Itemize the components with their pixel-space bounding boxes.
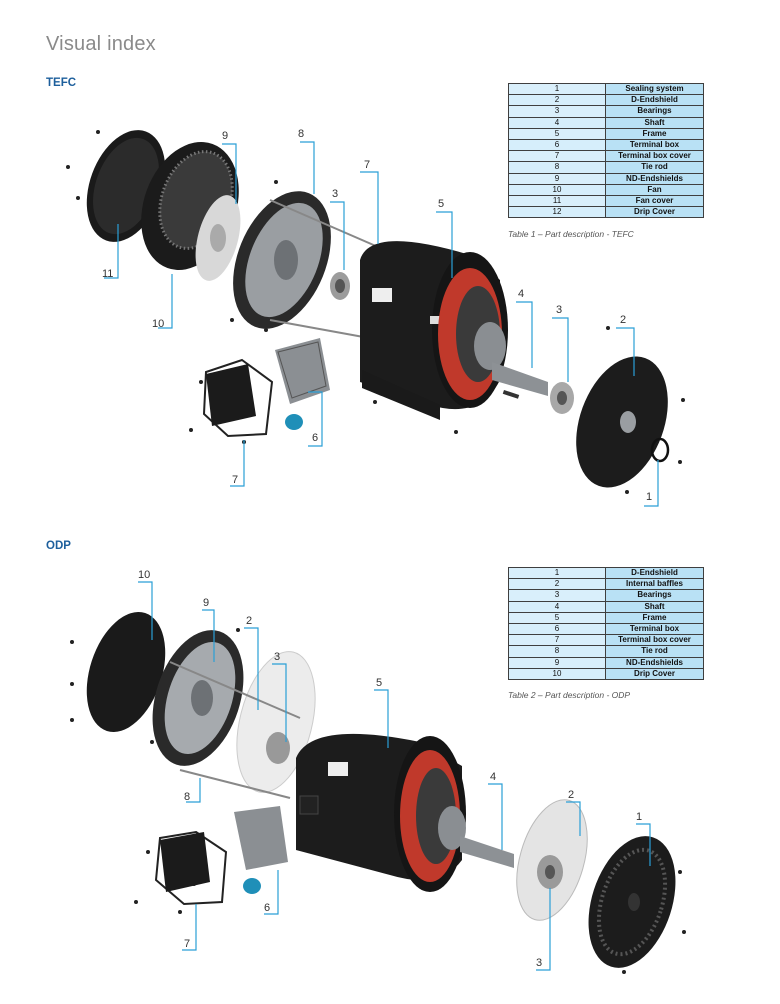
callout-label: 10	[152, 318, 164, 330]
callout-label: 7	[364, 159, 370, 171]
part-number: 6	[508, 138, 606, 152]
part-description: D-Endshield	[605, 94, 704, 107]
bearing-nd	[330, 272, 350, 300]
internal-baffle-d	[516, 799, 588, 921]
callouts-odp: 10 9 2 3 5 4 2 1 3 8 6 7	[138, 570, 651, 971]
part-number: 10	[508, 183, 606, 196]
callout-label: 3	[274, 651, 280, 663]
screws	[70, 628, 686, 974]
callout-label: 7	[184, 938, 190, 950]
callout-label: 3	[332, 188, 338, 200]
drip-cover	[86, 611, 166, 733]
part-description: Tie rod	[605, 161, 704, 174]
tie-rods	[169, 661, 301, 799]
callout-label: 2	[246, 615, 252, 627]
callout-label: 6	[312, 432, 318, 444]
part-description: Fan cover	[605, 194, 704, 208]
sealing-ring	[650, 437, 670, 463]
rotor	[438, 268, 506, 400]
callout-label: 5	[376, 677, 382, 689]
part-description: Sealing system	[605, 82, 704, 96]
part-number: 1	[508, 82, 606, 96]
table-caption-odp: Table 2 – Part description - ODP	[508, 690, 631, 700]
callout-label: 1	[636, 811, 642, 823]
shaft	[492, 362, 548, 399]
callouts-tefc: 11 10 9 8 7 3 5 4 3 2 1 6 7	[102, 128, 659, 507]
page-title: Visual index	[46, 33, 156, 55]
part-number: 3	[508, 105, 606, 118]
terminal-box	[234, 806, 288, 894]
nd-endshield	[233, 191, 331, 329]
d-endshield	[576, 356, 668, 488]
part-description: Terminal box cover	[605, 150, 704, 163]
part-description: ND-Endshields	[605, 172, 704, 185]
callout-label: 9	[222, 130, 228, 142]
callout-label: 1	[646, 491, 652, 503]
internal-baffle-nd	[236, 651, 316, 793]
screws	[66, 130, 685, 494]
callout-label: 4	[518, 288, 524, 300]
part-description: Drip Cover	[605, 667, 704, 680]
part-number: 8	[508, 161, 606, 174]
part-description: Terminal box	[605, 138, 704, 152]
callout-label: 3	[536, 957, 542, 969]
exploded-view-odp: 10 9 2 3 5 4 2 1 3 8 6 7	[70, 570, 686, 974]
callout-label: 11	[102, 268, 113, 280]
callout-label: 5	[438, 198, 444, 210]
callout-label: 2	[620, 314, 626, 326]
section-title-tefc: TEFC	[46, 77, 77, 89]
rotor	[400, 750, 466, 882]
exploded-view-tefc: 11 10 9 8 7 3 5 4 3 2 1 6 7	[66, 128, 685, 507]
callout-label: 4	[490, 771, 496, 783]
terminal-box	[275, 338, 330, 430]
terminal-box-cover	[202, 358, 274, 438]
part-number: 9	[508, 172, 606, 185]
callout-label: 3	[556, 304, 562, 316]
terminal-box-cover	[154, 830, 228, 906]
shaft	[460, 836, 514, 868]
bearing-d	[550, 382, 574, 414]
d-endshield	[588, 836, 676, 968]
callout-label: 8	[298, 128, 304, 140]
part-description: Fan	[605, 183, 704, 196]
callout-label: 2	[568, 789, 574, 801]
callout-label: 9	[203, 597, 209, 609]
fan	[195, 195, 241, 281]
part-description: Bearings	[605, 105, 704, 118]
callout-label: 10	[138, 570, 150, 581]
part-description: Drip Cover	[605, 206, 704, 219]
part-description: Frame	[605, 127, 704, 140]
part-number: 12	[508, 206, 606, 219]
callout-label: 7	[232, 474, 238, 486]
part-number: 10	[508, 667, 606, 680]
part-number: 11	[508, 194, 606, 208]
section-title-odp: ODP	[46, 540, 71, 552]
table-caption-tefc: Table 1 – Part description - TEFC	[508, 229, 634, 239]
callout-label: 8	[184, 791, 190, 803]
part-number: 2	[508, 94, 606, 107]
callout-label: 6	[264, 902, 270, 914]
